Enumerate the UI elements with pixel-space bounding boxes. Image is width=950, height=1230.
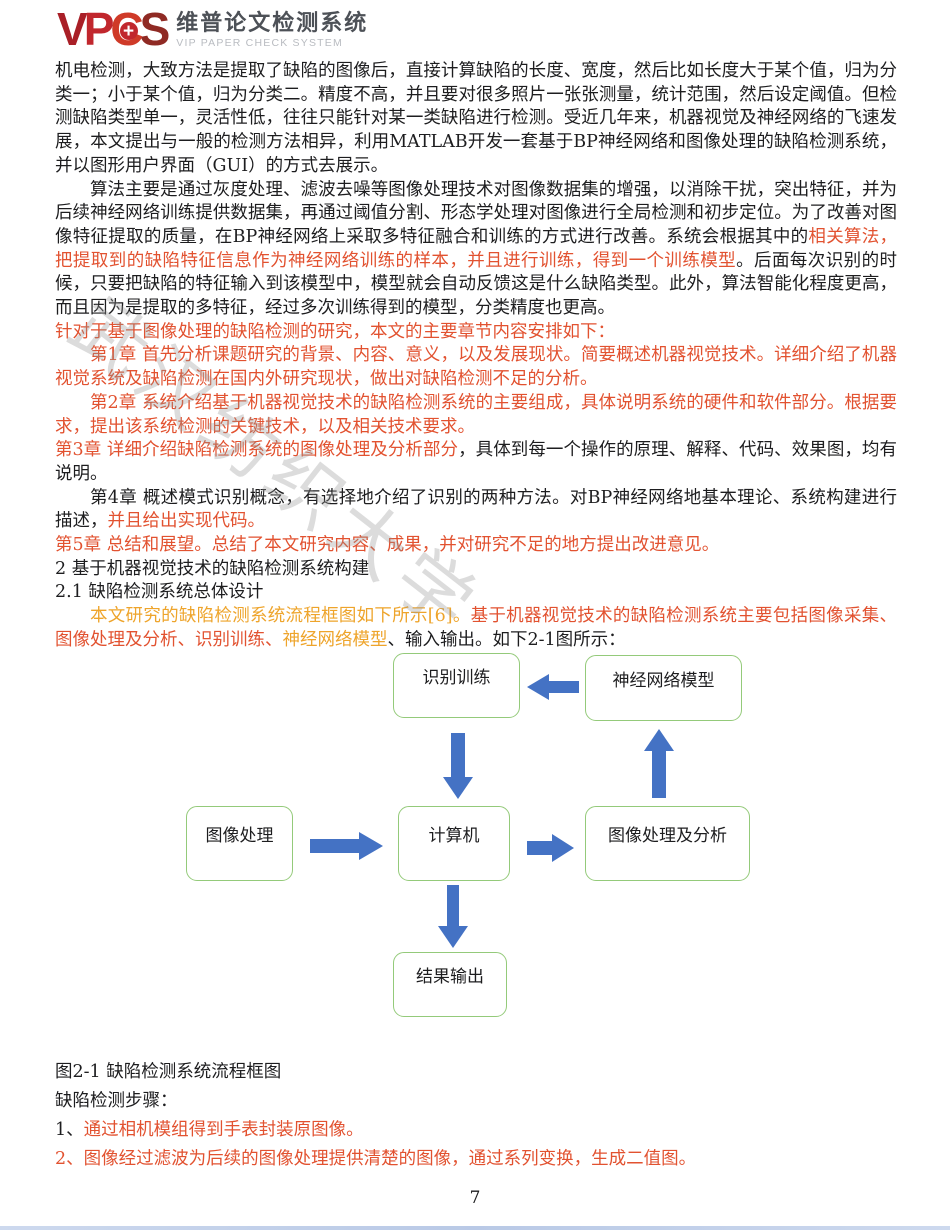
vpcs-logo-mark: V P C+ S	[57, 3, 171, 55]
page-number: 7	[469, 1188, 481, 1208]
bottom-edge-strip	[0, 1226, 950, 1230]
flowchart-node-result-output: 结果输出	[393, 952, 507, 1017]
flowchart-node-image-processing-analysis: 图像处理及分析	[585, 806, 750, 881]
heading-section2-1: 2.1 缺陷检测系统总体设计	[55, 581, 897, 605]
step-1: 1、通过相机模组得到手表封装原图像。	[55, 1116, 897, 1145]
flowchart-node-neural-network-model: 神经网络模型	[585, 655, 742, 721]
logo-letter-c: C+	[110, 6, 143, 52]
paragraph-chapter4: 第4章 概述模式识别概念，有选择地介绍了识别的两种方法。对BP神经网络地基本理论…	[55, 487, 897, 534]
paragraph-chapter1: 第1章 首先分析课题研究的背景、内容、意义，以及发展现状。简要概述机器视觉技术。…	[55, 344, 897, 391]
paragraph-algorithm: 算法主要是通过灰度处理、滤波去噪等图像处理技术对图像数据集的增强，以消除干扰，突…	[55, 179, 897, 321]
heading-text: 2 基于机器视觉技术的缺陷检测系统构建	[55, 558, 370, 579]
flowchart-node-computer: 计算机	[398, 806, 510, 881]
paragraph-text: 机电检测，大致方法是提取了缺陷的图像后，直接计算缺陷的长度、宽度，然后比如长度大…	[55, 61, 897, 176]
paragraph-system-design: 本文研究的缺陷检测系统流程框图如下所示[6]。基于机器视觉技术的缺陷检测系统主要…	[55, 605, 897, 652]
brand-name-chinese: 维普论文检测系统	[176, 9, 369, 35]
citation-highlight: 本文研究的缺陷检测系统流程框图如下所示[6]。	[90, 606, 471, 627]
paragraph-chapter-overview: 针对于基于图像处理的缺陷检测的研究，本文的主要章节内容安排如下：	[55, 321, 897, 345]
arrow-up-icon	[644, 729, 674, 798]
logo-letter-v: V	[57, 3, 88, 55]
brand-name-english: VIP PAPER CHECK SYSTEM	[176, 36, 343, 49]
step-2: 2、图像经过滤波为后续的图像处理提供清楚的图像，通过系列变换，生成二值图。	[55, 1145, 897, 1174]
paragraph-text: ，具体到每一个操作的原理、解释、代码、效果图，均有说明。	[55, 440, 897, 484]
caption-text: 图2-1 缺陷检测系统流程框图	[55, 1062, 282, 1082]
paragraph-chapter2: 第2章 系统介绍基于机器视觉技术的缺陷检测系统的主要组成，具体说明系统的硬件和软…	[55, 392, 897, 439]
arrow-down-icon	[438, 885, 468, 948]
plagiarism-highlight: 第1章 首先分析课题研究的背景、内容、意义，以及发展现状。简要概述机器视觉技术。…	[55, 345, 897, 390]
paragraph-chapter3: 第3章 详细介绍缺陷检测系统的图像处理及分析部分，具体到每一个操作的原理、解释、…	[55, 439, 897, 486]
brand-text: 维普论文检测系统 VIP PAPER CHECK SYSTEM	[176, 10, 368, 49]
paragraph-text: 算法主要是通过灰度处理、滤波去噪等图像处理技术对图像数据集的增强，以消除干扰，突…	[55, 179, 897, 247]
heading-section2: 2 基于机器视觉技术的缺陷检测系统构建	[55, 558, 897, 582]
arrow-down-icon	[443, 733, 473, 799]
paragraph-chapter5: 第5章 总结和展望。总结了本文研究内容、成果，并对研究不足的地方提出改进意见。	[55, 534, 897, 558]
plagiarism-highlight: 针对于基于图像处理的缺陷检测的研究，本文的主要章节内容安排如下：	[55, 321, 615, 342]
steps-label: 缺陷检测步骤：	[55, 1087, 897, 1116]
plagiarism-highlight: 通过相机模组得到手表封装原图像。	[83, 1120, 364, 1140]
plagiarism-highlight: 基于机器视觉技术的缺陷检测系统主要包括图像采集、图像处理及分析、识别训练、	[55, 606, 898, 650]
logo-plus-icon: +	[119, 22, 138, 41]
plagiarism-highlight: 第3章 详细介绍缺陷检测系统的图像处理及分析部分	[55, 440, 459, 461]
plagiarism-highlight: 并且给出实现代码。	[107, 511, 266, 532]
logo-letter-s: S	[139, 3, 171, 55]
document-body: 机电检测，大致方法是提取了缺陷的图像后，直接计算缺陷的长度、宽度，然后比如长度大…	[55, 60, 897, 653]
figure-caption-block: 图2-1 缺陷检测系统流程框图 缺陷检测步骤： 1、通过相机模组得到手表封装原图…	[55, 1058, 897, 1174]
plagiarism-highlight: 第2章 系统介绍基于机器视觉技术的缺陷检测系统的主要组成，具体说明系统的硬件和软…	[55, 392, 897, 437]
vpcs-logo: V P C+ S 维普论文检测系统 VIP PAPER CHECK SYSTEM	[57, 6, 368, 52]
arrow-right-icon	[527, 834, 574, 862]
plagiarism-highlight: 第5章 总结和展望。总结了本文研究内容、成果，并对研究不足的地方提出改进意见。	[55, 535, 720, 556]
paragraph-text: 第4章 概述模式识别概念，有选择地介绍了识别的两种方法。对BP神经网络地基本理论…	[55, 487, 897, 532]
plagiarism-highlight: 相关算法，把提取到的缺陷特征信息作为神经网络训练的样本，并且进行训练，得到一个训…	[55, 226, 897, 271]
plagiarism-highlight: 2、图像经过滤波为后续的图像处理提供清楚的图像，通过系列变换，生成二值图。	[55, 1149, 697, 1169]
paragraph-text: 。后面每次识别的时候，只要把缺陷的特征输入到该模型中，模型就会自动反馈这是什么缺…	[55, 250, 898, 319]
citation-highlight: 神经网络模型	[282, 629, 388, 650]
heading-text: 2.1 缺陷检测系统总体设计	[55, 582, 264, 603]
arrow-left-icon	[527, 674, 579, 700]
logo-letter-p: P	[83, 3, 115, 55]
flowchart-node-recognition-training: 识别训练	[393, 653, 520, 718]
step-number: 1、	[55, 1120, 84, 1140]
figure-caption: 图2-1 缺陷检测系统流程框图	[55, 1058, 897, 1087]
arrow-right-icon	[310, 832, 383, 860]
paragraph-intro: 机电检测，大致方法是提取了缺陷的图像后，直接计算缺陷的长度、宽度，然后比如长度大…	[55, 60, 897, 179]
flowchart-node-image-processing: 图像处理	[186, 806, 293, 881]
flowchart-figure: 识别训练 神经网络模型 图像处理 计算机 图像处理及分析 结果输出	[55, 650, 897, 1020]
steps-label-text: 缺陷检测步骤：	[55, 1091, 178, 1111]
paragraph-text: 、输入输出。如下2-1图所示：	[387, 629, 626, 650]
